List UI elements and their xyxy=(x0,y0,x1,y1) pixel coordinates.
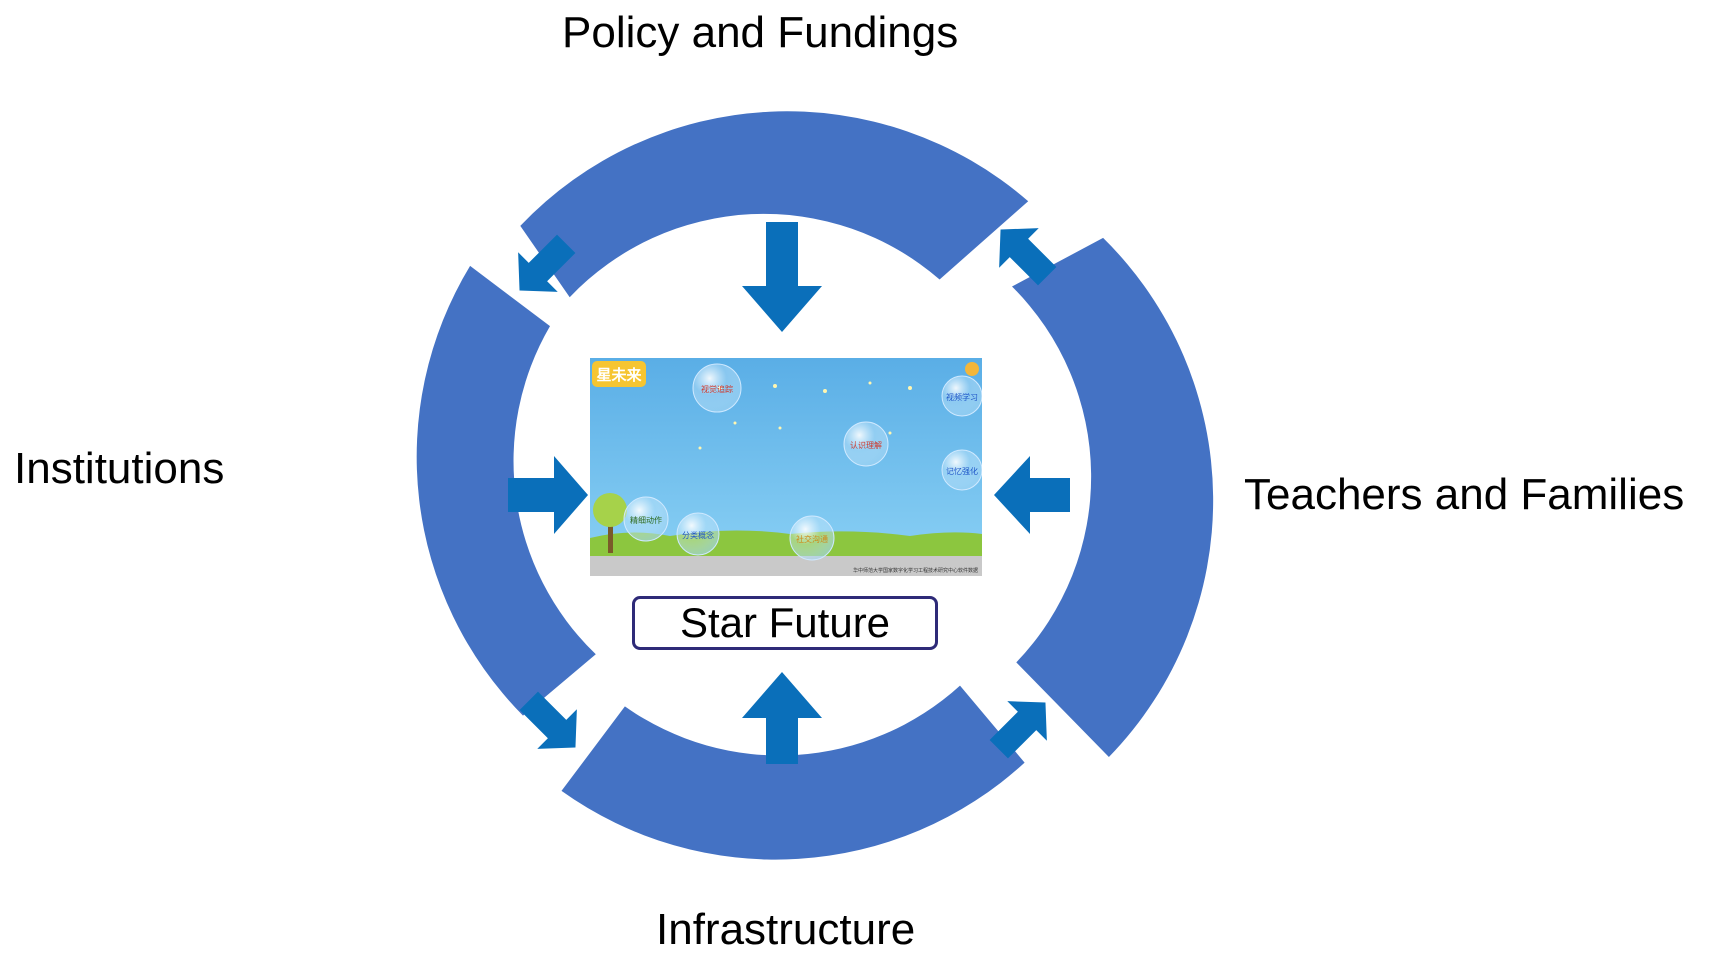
app-footer: 华中师范大学国家数字化学习工程技术研究中心软件数据 xyxy=(853,567,978,574)
ring-segments xyxy=(416,111,1214,860)
app-bubble-3[interactable]: 认识理解 xyxy=(843,421,889,467)
app-tree-trunk xyxy=(608,513,613,553)
arrow-diag-bottom-right xyxy=(989,701,1047,759)
arrow-diag-top-left xyxy=(518,234,576,292)
label-institutions: Institutions xyxy=(14,444,225,493)
app-ground xyxy=(590,556,982,576)
ring-segment-left xyxy=(416,265,596,716)
label-policy-and-fundings: Policy and Fundings xyxy=(562,8,959,57)
arrow-down-top xyxy=(742,222,822,332)
app-bubble-5[interactable]: 精细动作 xyxy=(623,496,669,542)
arrow-diag-top-right xyxy=(999,228,1057,286)
ring-segment-bottom xyxy=(561,685,1025,860)
app-bubble-label: 认识理解 xyxy=(850,440,882,450)
app-tree-crown xyxy=(593,493,627,527)
star-future-title: Star Future xyxy=(632,596,938,650)
app-bubble-4[interactable]: 记忆强化 xyxy=(941,449,982,491)
label-infrastructure: Infrastructure xyxy=(656,905,916,954)
app-bubble-1[interactable]: 视觉追踪 xyxy=(692,363,742,413)
arrows xyxy=(508,222,1070,764)
arrow-right-left xyxy=(508,456,588,534)
app-bubble-label: 精细动作 xyxy=(630,515,662,525)
app-bubble-6[interactable]: 分类概念 xyxy=(676,512,720,556)
ring-segment-top xyxy=(520,111,1029,298)
label-teachers-and-families: Teachers and Families xyxy=(1244,470,1685,519)
app-logo: 星未来 xyxy=(596,366,642,384)
app-bubble-label: 视觉追踪 xyxy=(701,384,733,394)
app-bubble-2[interactable]: 视频学习 xyxy=(941,375,982,417)
app-screenshot: 星未来 视觉追踪 视频学习 认识理解 记忆强化 精细动作 分类概念 社交沟通 华… xyxy=(590,358,982,576)
arrow-left-right xyxy=(994,456,1070,534)
app-bubble-label: 视频学习 xyxy=(946,392,978,402)
ring-segment-right xyxy=(1012,237,1214,757)
app-bubble-label: 社交沟通 xyxy=(796,534,828,544)
app-close-icon[interactable] xyxy=(965,362,979,376)
app-bubble-7[interactable]: 社交沟通 xyxy=(789,515,835,561)
app-logo-bg xyxy=(592,361,646,387)
arrow-up-bottom xyxy=(742,672,822,764)
app-bubble-label: 分类概念 xyxy=(682,530,714,540)
app-bubble-label: 记忆强化 xyxy=(946,466,978,476)
arrow-diag-bottom-left xyxy=(519,691,577,749)
